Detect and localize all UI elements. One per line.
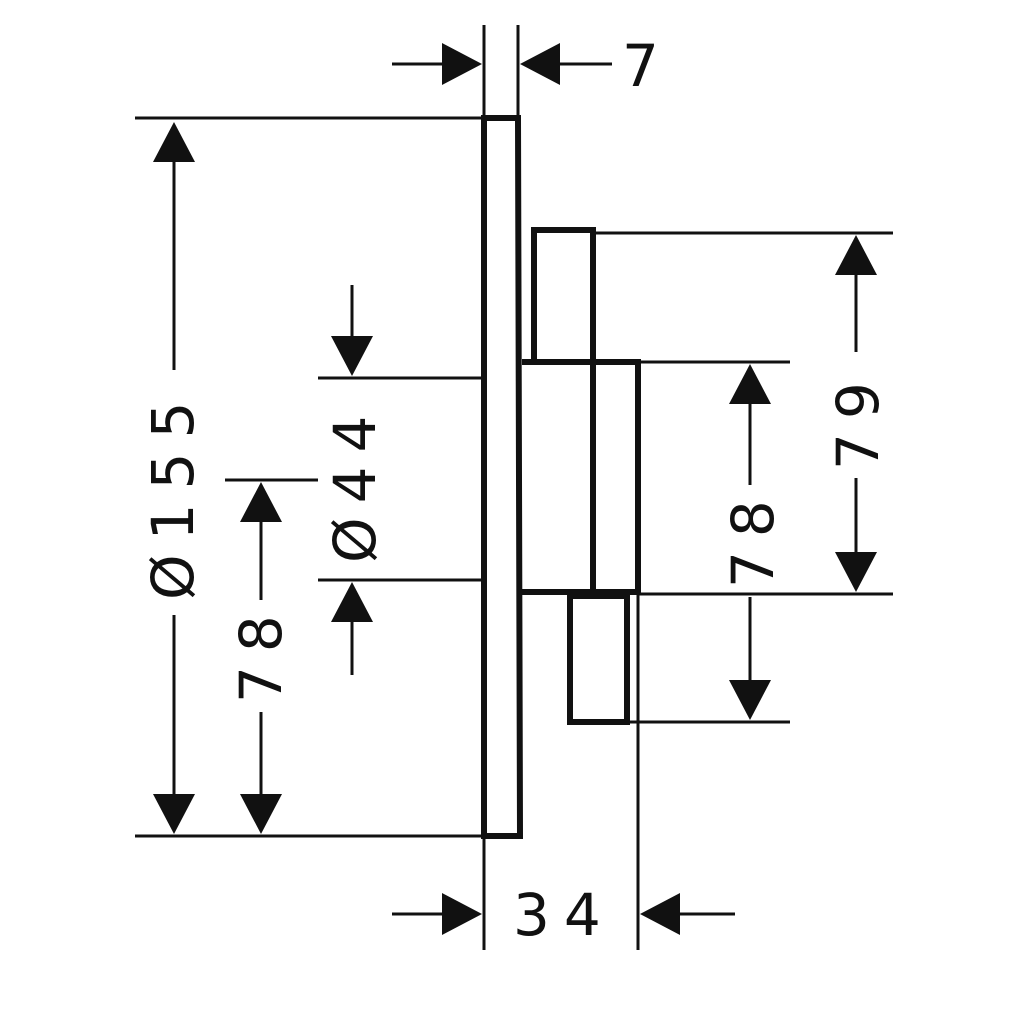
dimension-panel-diameter: Ø155: [139, 122, 207, 834]
dimension-left-offset: 78: [227, 482, 295, 834]
panel-diameter-label: Ø155: [139, 388, 207, 600]
dimension-upper-height: 79: [824, 235, 892, 592]
dimension-panel-thickness: 7: [392, 32, 673, 100]
extension-lines: [135, 25, 893, 950]
panel-thickness-label: 7: [622, 32, 673, 100]
cover-plate: [481, 115, 524, 839]
dimension-hub-diameter: Ø44: [321, 285, 389, 675]
upper-cartridge: [531, 227, 596, 365]
part-outline: [481, 115, 641, 839]
hub-diameter-label: Ø44: [321, 402, 389, 563]
lower-cartridge: [567, 593, 630, 725]
right-offset-label: 78: [719, 486, 787, 588]
depth-label: 34: [513, 881, 615, 949]
hub-body: [522, 359, 641, 595]
dimension-right-offset: 78: [719, 364, 787, 720]
dimension-depth: 34: [392, 881, 735, 949]
upper-height-label: 79: [824, 368, 892, 470]
left-offset-label: 78: [227, 601, 295, 703]
